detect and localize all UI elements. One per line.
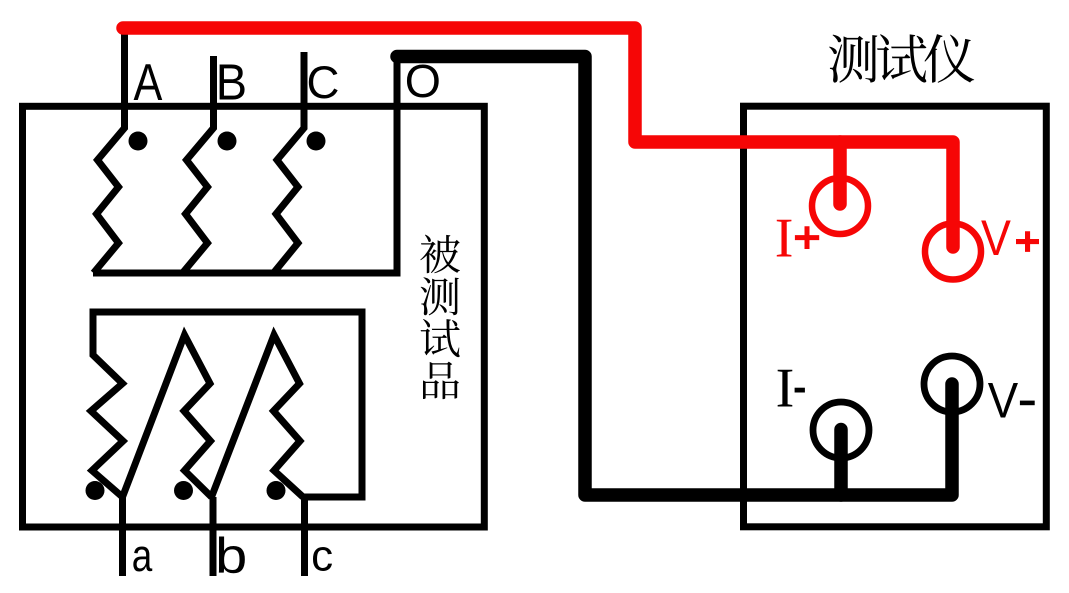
svg-text:A: A xyxy=(134,54,163,111)
svg-text:I: I xyxy=(775,208,794,270)
svg-text:b: b xyxy=(215,529,247,585)
svg-text:I: I xyxy=(776,358,795,420)
svg-text:a: a xyxy=(132,531,153,581)
svg-text:O: O xyxy=(405,55,441,107)
svg-text:c: c xyxy=(311,532,333,581)
svg-text:B: B xyxy=(216,55,247,111)
svg-text:V: V xyxy=(988,373,1018,428)
svg-text:C: C xyxy=(307,57,340,108)
svg-text:V: V xyxy=(981,210,1011,266)
